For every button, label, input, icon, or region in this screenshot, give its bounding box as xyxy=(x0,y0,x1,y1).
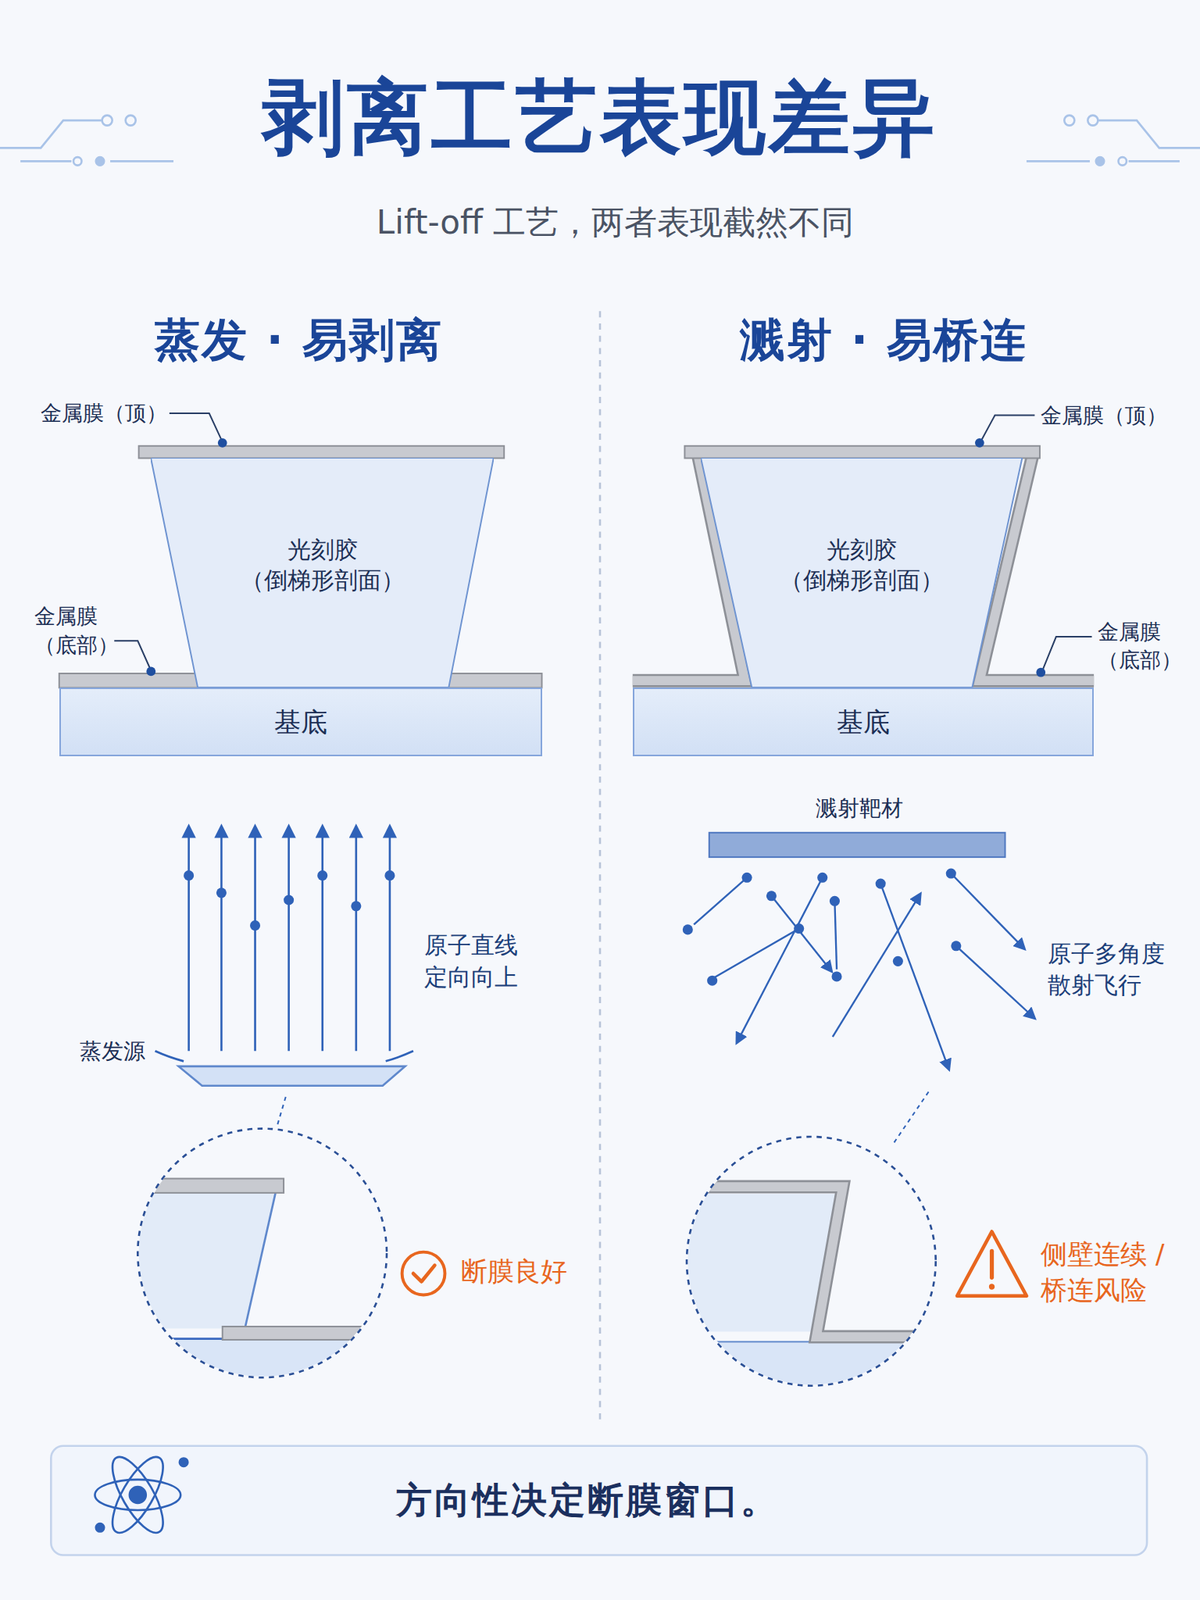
sputter-target xyxy=(709,832,1006,858)
label: 蒸发 · 易剥离 xyxy=(154,311,443,369)
label: 原子直线 定向向上 xyxy=(424,929,537,993)
node-text: 光刻胶 xyxy=(287,534,358,565)
label: 侧壁连续 / 桥连风险 xyxy=(1040,1236,1190,1309)
substrate-box: 基底 xyxy=(59,687,543,757)
warning-icon xyxy=(957,1231,1027,1296)
node-text: 基底 xyxy=(274,704,328,740)
label: 金属膜 （底部） xyxy=(34,602,132,660)
node-text: （倒梯形剖面） xyxy=(779,564,944,596)
label: 溅射靶材 xyxy=(815,794,904,822)
node-text: 光刻胶 xyxy=(826,534,897,565)
zoom-detail xyxy=(132,1122,399,1402)
check-icon xyxy=(402,1252,446,1296)
label: 原子多角度 散射飞行 xyxy=(1047,937,1179,1001)
label: 金属膜（顶） xyxy=(40,400,168,427)
zoom-circle xyxy=(137,1128,387,1379)
banner xyxy=(50,1446,1147,1556)
atom-icon xyxy=(94,1450,188,1540)
resist-trapezoid: 光刻胶（倒梯形剖面） xyxy=(700,457,1022,688)
node-text: （倒梯形剖面） xyxy=(240,564,405,596)
atom-arrow xyxy=(693,873,1035,1070)
zoom-link xyxy=(893,1092,929,1143)
zoom-circle xyxy=(686,1136,936,1386)
label: 金属膜（顶） xyxy=(1040,402,1168,429)
label: 蒸发源 xyxy=(79,1037,146,1065)
node-text: 基底 xyxy=(836,704,890,740)
substrate-box: 基底 xyxy=(632,687,1094,757)
atom-dot xyxy=(682,868,962,986)
atom-arrow xyxy=(189,826,390,1051)
source-pointer xyxy=(155,1050,414,1061)
label: 金属膜 （底部） xyxy=(1097,617,1195,675)
resist-trapezoid: 光刻胶（倒梯形剖面） xyxy=(150,457,494,688)
metal-film xyxy=(59,446,543,689)
label: 断膜良好 xyxy=(460,1254,568,1289)
title: 剥离工艺表现差异 xyxy=(262,66,938,168)
evaporation-source xyxy=(178,1066,406,1086)
zoom-detail xyxy=(683,1132,950,1404)
atom-dot xyxy=(183,870,395,931)
label: 溅射 · 易桥连 xyxy=(739,311,1028,369)
divider xyxy=(599,310,602,1424)
caption: 方向性决定断膜窗口。 xyxy=(396,1478,779,1525)
zoom-link xyxy=(277,1096,286,1125)
label: Lift-off 工艺，两者表现截然不同 xyxy=(376,201,855,243)
